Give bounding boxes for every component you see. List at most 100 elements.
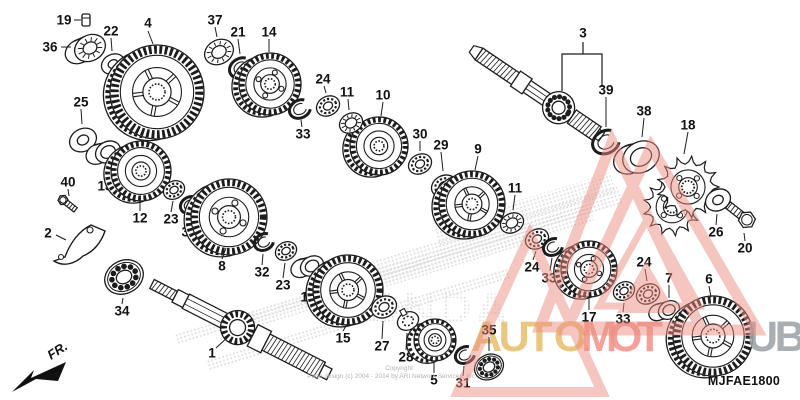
part-number-8[interactable]: 8 <box>218 259 226 274</box>
part-number-26[interactable]: 26 <box>708 225 724 240</box>
part-number-4[interactable]: 4 <box>144 16 152 31</box>
part-number-39[interactable]: 39 <box>598 83 613 98</box>
part-19[interactable]: 19 <box>56 13 91 28</box>
part-number-36[interactable]: 36 <box>42 40 58 55</box>
part-number-25[interactable]: 25 <box>73 95 89 110</box>
part-number-40[interactable]: 40 <box>60 175 75 190</box>
part-2[interactable]: 2 <box>44 224 106 265</box>
part-number-21[interactable]: 21 <box>230 25 246 40</box>
part-number-29[interactable]: 29 <box>433 138 448 153</box>
part-32[interactable]: 32 <box>251 230 276 280</box>
part-number-17[interactable]: 17 <box>581 310 596 325</box>
part-glyph-needle-11[interactable] <box>336 109 366 137</box>
part-glyph-splwasher-23[interactable] <box>272 238 300 264</box>
part-number-23[interactable]: 23 <box>275 278 291 293</box>
part-glyph-fork-2[interactable] <box>52 224 106 265</box>
part-number-5[interactable]: 5 <box>430 373 438 388</box>
part-1[interactable]: 1 <box>144 269 337 390</box>
part-number-18[interactable]: 18 <box>680 118 696 133</box>
part-glyph-splwasher-30[interactable] <box>405 150 435 178</box>
part-glyph-gear-9[interactable] <box>431 170 506 240</box>
part-number-2[interactable]: 2 <box>44 226 52 241</box>
part-glyph-cring-32[interactable] <box>251 230 276 254</box>
part-9[interactable]: 9 <box>431 142 506 240</box>
part-glyph-splwasher-23[interactable] <box>160 177 188 203</box>
part-40[interactable]: 40 <box>56 175 79 214</box>
part-number-1[interactable]: 1 <box>208 346 216 361</box>
part-8[interactable]: 8 <box>183 178 268 274</box>
part-glyph-gear-10[interactable] <box>342 116 409 178</box>
part-23[interactable]: 23 <box>272 238 300 293</box>
leader-line-21 <box>237 38 241 55</box>
part-glyph-gear-12[interactable] <box>103 140 172 204</box>
part-3[interactable]: 3 <box>463 26 611 151</box>
part-glyph-ballbearing-34[interactable] <box>99 253 150 301</box>
part-glyph-pin-19[interactable] <box>81 13 91 27</box>
part-glyph-gear-15[interactable] <box>305 254 384 328</box>
part-10[interactable]: 10 <box>342 88 409 178</box>
part-glyph-splwasher-27[interactable] <box>368 292 401 323</box>
part-number-11[interactable]: 11 <box>508 181 523 196</box>
part-36[interactable]: 36 <box>42 29 110 72</box>
part-11[interactable]: 11 <box>497 181 527 238</box>
part-11[interactable]: 11 <box>336 85 366 138</box>
part-34[interactable]: 34 <box>99 253 150 319</box>
part-37[interactable]: 37 <box>200 13 238 70</box>
part-number-24[interactable]: 24 <box>524 260 540 275</box>
part-4[interactable]: 4 <box>102 16 205 142</box>
part-24[interactable]: 24 <box>313 72 343 121</box>
part-30[interactable]: 30 <box>405 127 435 179</box>
part-glyph-lockwasher-28[interactable] <box>392 305 422 334</box>
part-20[interactable]: 20 <box>723 198 759 256</box>
part-number-34[interactable]: 34 <box>114 304 130 319</box>
part-glyph-ballbearing-35[interactable] <box>470 349 508 385</box>
part-glyph-gear-4[interactable] <box>102 44 205 142</box>
part-13[interactable]: 13 <box>82 135 124 194</box>
leader-line-29 <box>440 151 444 172</box>
part-glyph-splwasher-24[interactable] <box>313 92 343 120</box>
part-number-12[interactable]: 12 <box>132 211 147 226</box>
part-15[interactable]: 15 <box>305 254 384 346</box>
part-number-27[interactable]: 27 <box>374 339 389 354</box>
part-number-11[interactable]: 11 <box>340 85 355 100</box>
part-number-23[interactable]: 23 <box>163 212 179 227</box>
part-glyph-cylbearing-36[interactable] <box>61 29 110 72</box>
part-glyph-bolt-40[interactable] <box>56 193 79 213</box>
part-number-19[interactable]: 19 <box>56 13 71 28</box>
part-12[interactable]: 12 <box>103 140 172 226</box>
part-number-10[interactable]: 10 <box>375 88 390 103</box>
part-glyph-gear-14[interactable] <box>231 52 302 118</box>
part-glyph-cring-33[interactable] <box>286 96 314 122</box>
part-glyph-needle-11[interactable] <box>497 209 527 237</box>
part-14[interactable]: 14 <box>231 25 302 118</box>
part-number-6[interactable]: 6 <box>705 272 713 287</box>
part-glyph-cring-33[interactable] <box>540 235 565 259</box>
part-glyph-shaft1-1[interactable] <box>144 269 337 390</box>
part-33[interactable]: 33 <box>286 96 314 142</box>
part-number-24[interactable]: 24 <box>315 72 331 87</box>
part-glyph-bolt20-20[interactable] <box>723 198 759 231</box>
part-5[interactable]: 5 <box>405 318 457 388</box>
leader-line-33 <box>300 119 303 128</box>
part-number-7[interactable]: 7 <box>665 271 673 286</box>
part-glyph-gear-8[interactable] <box>183 178 268 258</box>
part-number-9[interactable]: 9 <box>474 142 482 157</box>
part-26[interactable]: 26 <box>702 185 735 240</box>
part-number-32[interactable]: 32 <box>254 265 269 280</box>
part-glyph-needle-37[interactable] <box>200 34 238 69</box>
part-number-30[interactable]: 30 <box>412 127 427 142</box>
part-number-22[interactable]: 22 <box>103 24 118 39</box>
part-number-33[interactable]: 33 <box>295 127 311 142</box>
part-number-37[interactable]: 37 <box>207 13 222 28</box>
part-glyph-shaft3-3[interactable] <box>463 36 611 150</box>
part-27[interactable]: 27 <box>368 292 401 354</box>
part-number-20[interactable]: 20 <box>737 241 752 256</box>
part-glyph-gear-5[interactable] <box>405 318 457 365</box>
part-number-15[interactable]: 15 <box>335 331 351 346</box>
part-glyph-washer-26[interactable] <box>702 185 735 216</box>
part-number-14[interactable]: 14 <box>261 25 277 40</box>
part-number-3[interactable]: 3 <box>579 26 587 41</box>
part-number-38[interactable]: 38 <box>636 104 652 119</box>
part-23[interactable]: 23 <box>160 177 188 227</box>
